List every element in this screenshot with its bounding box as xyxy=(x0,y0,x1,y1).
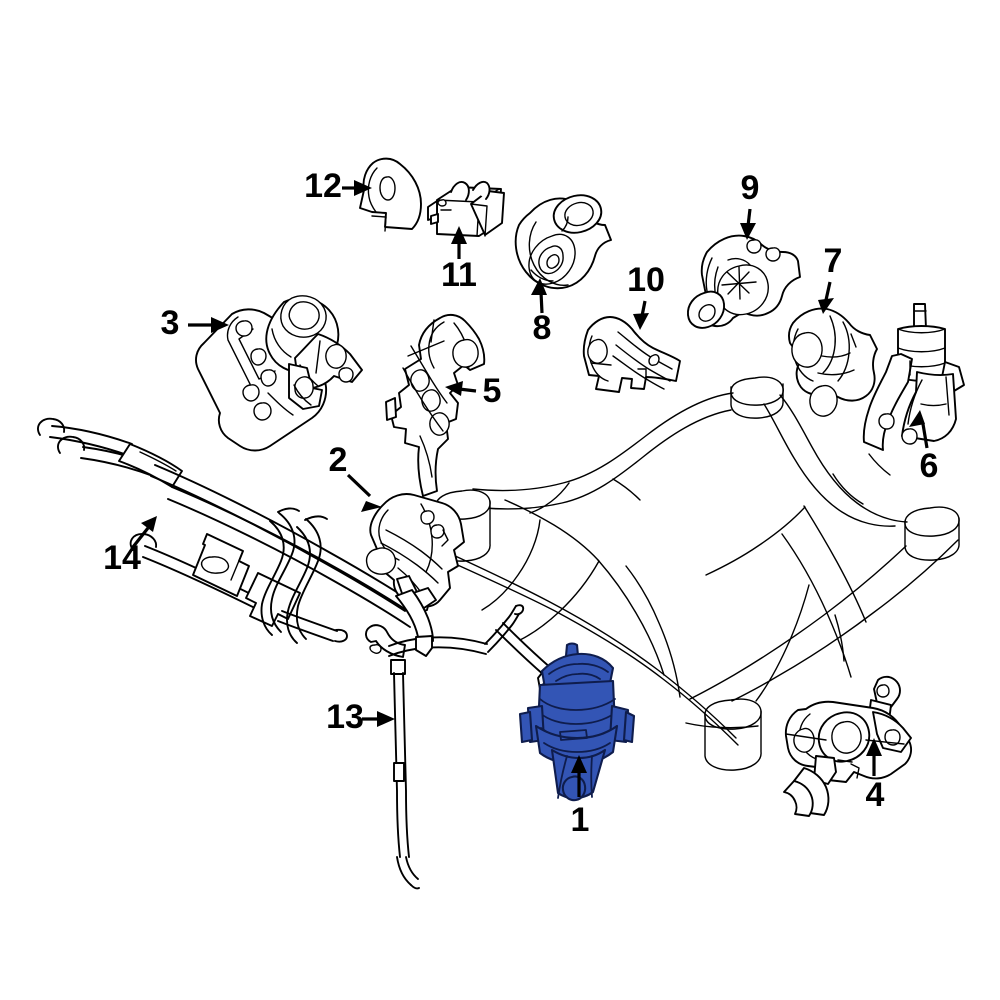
callout-5[interactable]: 5 xyxy=(445,372,501,410)
callout-2[interactable]: 2 xyxy=(329,441,382,512)
part-engine-mount-stay-bracket[interactable] xyxy=(582,316,681,393)
part-fluid-cooler-tube-assembly[interactable] xyxy=(37,417,415,644)
part-engine-cradle-subframe[interactable] xyxy=(435,376,960,771)
callout-number-6: 6 xyxy=(920,447,939,485)
part-engine-mount-front[interactable] xyxy=(518,642,636,802)
callout-10[interactable]: 10 xyxy=(627,261,665,330)
callout-number-8: 8 xyxy=(533,309,552,347)
callout-number-1: 1 xyxy=(571,801,590,839)
callout-number-10: 10 xyxy=(627,261,665,299)
callout-number-11: 11 xyxy=(441,256,477,294)
callout-number-13: 13 xyxy=(326,698,364,736)
callout-6[interactable]: 6 xyxy=(909,410,938,485)
callout-7[interactable]: 7 xyxy=(818,242,842,314)
callout-9[interactable]: 9 xyxy=(740,169,759,240)
part-engine-mount-bracket-assembly[interactable] xyxy=(195,295,363,452)
callout-12[interactable]: 12 xyxy=(304,167,372,205)
callout-number-12: 12 xyxy=(304,167,342,205)
callout-14[interactable]: 14 xyxy=(103,516,157,577)
callout-11[interactable]: 11 xyxy=(441,226,477,294)
callout-number-7: 7 xyxy=(824,242,843,280)
callout-3[interactable]: 3 xyxy=(161,304,229,342)
callout-8[interactable]: 8 xyxy=(531,278,551,347)
part-mount-control-rod[interactable] xyxy=(365,604,558,890)
part-mount-stopper-spacer[interactable] xyxy=(359,157,422,232)
part-rear-transmission-mount-bracket[interactable] xyxy=(783,675,913,817)
callout-number-4: 4 xyxy=(866,776,885,814)
part-torque-rod-mount[interactable] xyxy=(514,194,612,290)
callout-number-14: 14 xyxy=(103,539,141,577)
part-engine-bracket-support[interactable] xyxy=(385,313,486,497)
part-engine-mount-bracket-upper-right[interactable] xyxy=(788,307,878,417)
part-transmission-mount-right[interactable] xyxy=(862,303,965,451)
part-mount-cushion-block[interactable] xyxy=(427,180,505,237)
callout-4[interactable]: 4 xyxy=(866,738,885,814)
callout-13[interactable]: 13 xyxy=(326,698,395,736)
part-engine-mounting-bracket-left[interactable] xyxy=(365,493,465,657)
callout-number-2: 2 xyxy=(329,441,348,479)
callout-number-5: 5 xyxy=(483,372,502,410)
part-engine-mounting-insulator-rear[interactable] xyxy=(687,234,801,329)
callout-number-9: 9 xyxy=(741,169,760,207)
callout-number-3: 3 xyxy=(161,304,180,342)
callout-1[interactable]: 1 xyxy=(571,755,590,839)
